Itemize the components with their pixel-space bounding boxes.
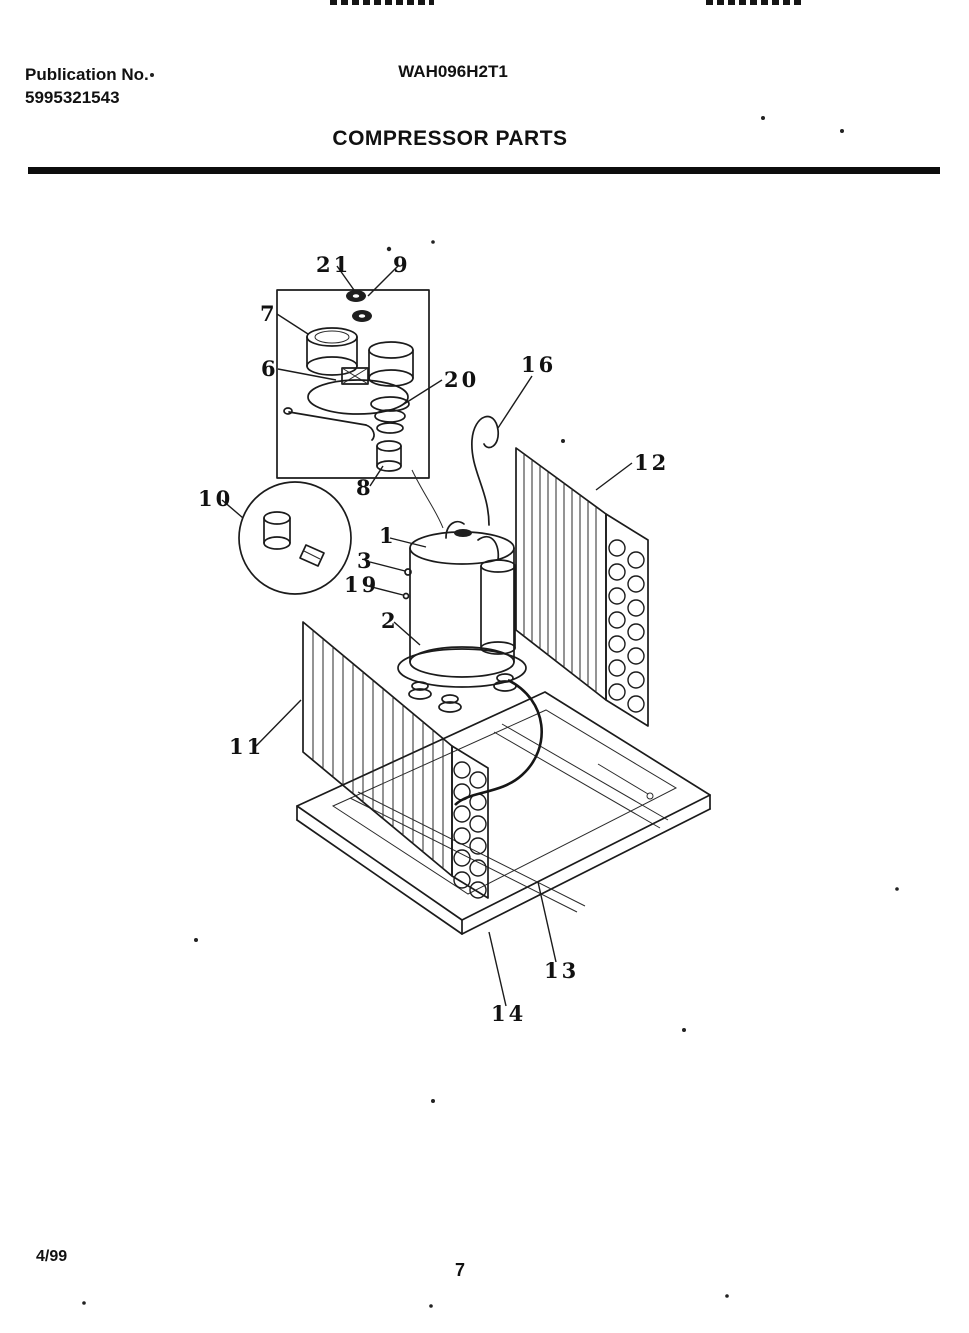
detail-circle-inset: [238, 481, 352, 595]
callout-label-10: 10: [198, 486, 233, 511]
base-pan: [296, 691, 711, 935]
scan-specks: [82, 73, 899, 1308]
compressor-body: [397, 415, 543, 806]
callout-label-13: 13: [544, 958, 579, 983]
callout-label-21: 21: [316, 252, 351, 277]
callout-label-19: 19: [344, 572, 379, 597]
publication-number: 5995321543: [25, 87, 120, 107]
callout-label-11: 11: [229, 734, 264, 759]
publication-label: Publication No.: [25, 65, 149, 84]
overload-inset-box: [276, 289, 444, 529]
callout-label-2: 2: [381, 608, 399, 633]
footer-date-code: 4/99: [36, 1248, 68, 1265]
callout-label-16: 16: [521, 352, 556, 377]
section-title: COMPRESSOR PARTS: [332, 127, 568, 150]
callout-labels: 21 9 7 6 20 16 12 10 8 1 3 19 2 11 13 14: [198, 252, 669, 1026]
callout-label-7: 7: [260, 301, 278, 326]
callout-label-1: 1: [379, 523, 397, 548]
callout-label-9: 9: [393, 252, 411, 277]
footer-page-number: 7: [454, 1260, 465, 1280]
leader-lines: [221, 265, 633, 1007]
callout-label-20: 20: [444, 367, 479, 392]
condenser-coil-right: [515, 447, 649, 727]
mounting-grommets: [408, 673, 517, 713]
callout-label-14: 14: [491, 1001, 526, 1026]
header-rule: [28, 167, 940, 174]
publication-block: Publication No. 5995321543: [25, 64, 149, 110]
callout-label-3: 3: [357, 548, 375, 573]
model-number: WAH096H2T1: [398, 62, 508, 81]
callout-label-6: 6: [261, 356, 279, 381]
callout-label-8: 8: [356, 475, 374, 500]
torn-text-artifact: [330, 0, 434, 5]
callout-label-12: 12: [634, 450, 669, 475]
torn-text-artifact: [706, 0, 802, 5]
compressor-wire: [454, 678, 543, 806]
evaporator-coil-left: [302, 621, 489, 899]
discharge-tube: [471, 415, 499, 526]
